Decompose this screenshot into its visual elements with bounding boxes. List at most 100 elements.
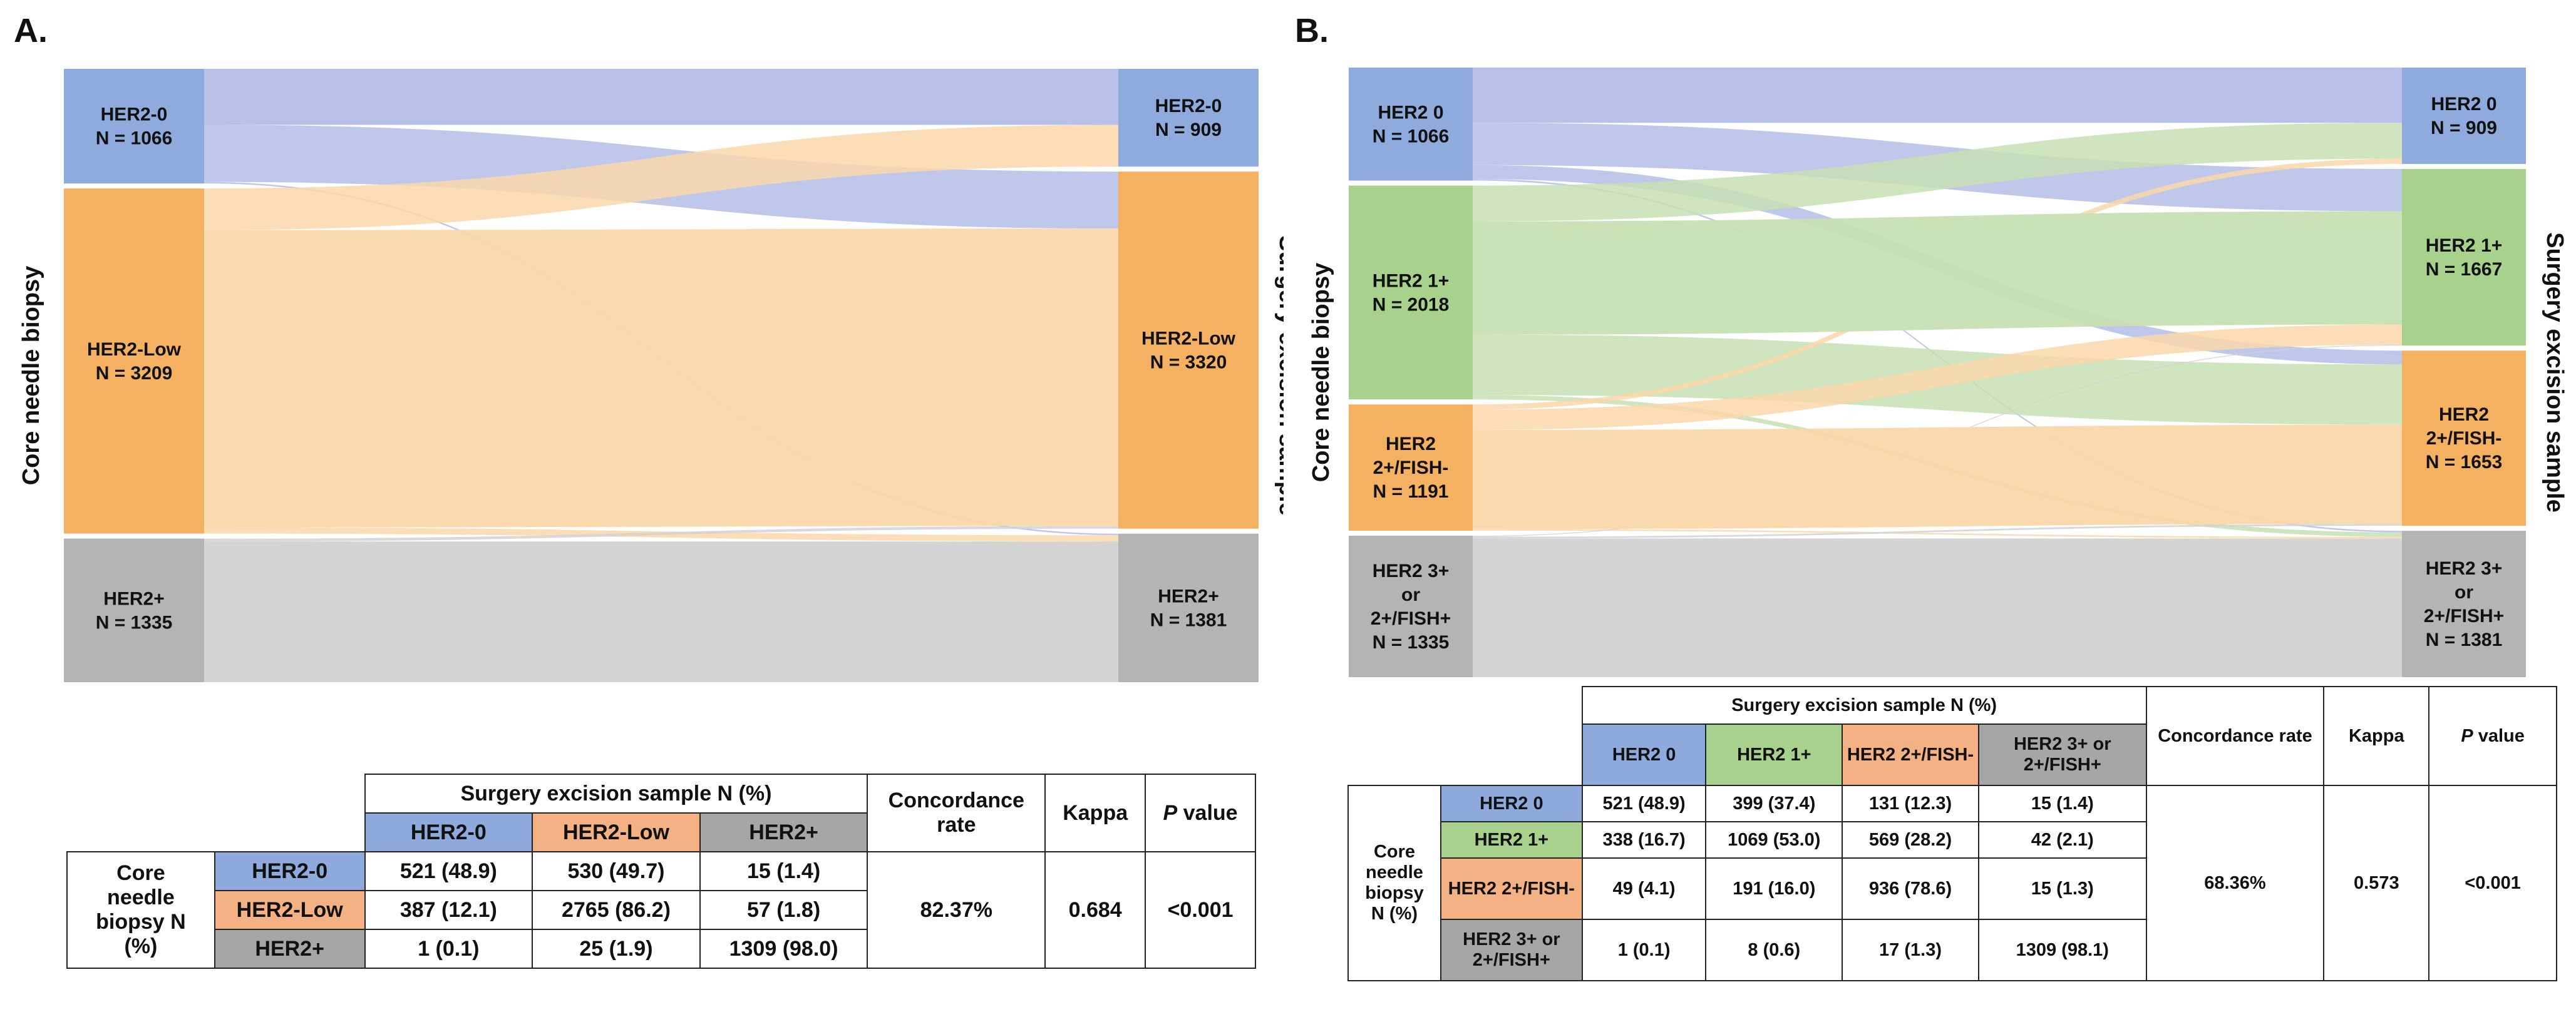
left-node-label: N = 1335 bbox=[1373, 632, 1450, 653]
left-node-label: N = 3209 bbox=[96, 363, 173, 384]
table-a-cell: 1 (0.1) bbox=[364, 929, 533, 969]
sankey-link bbox=[204, 228, 1118, 528]
sankey-links bbox=[204, 69, 1118, 682]
table-b-cell: 17 (1.3) bbox=[1842, 919, 1979, 981]
left-axis-label: Core needle biopsy bbox=[1308, 263, 1334, 483]
table-b-cell: 131 (12.3) bbox=[1842, 785, 1979, 822]
table-b-col-header: HER2 1+ bbox=[1705, 723, 1843, 786]
right-node bbox=[2402, 168, 2526, 346]
table-b-cell: 521 (48.9) bbox=[1581, 785, 1707, 822]
table-b-cell: 1 (0.1) bbox=[1581, 919, 1707, 981]
table-b-pvalue-value: <0.001 bbox=[2428, 785, 2557, 981]
table-a-cell: 387 (12.1) bbox=[364, 890, 533, 930]
table-b-cell: 15 (1.3) bbox=[1977, 857, 2147, 920]
table-a-cell: 57 (1.8) bbox=[699, 890, 868, 930]
right-axis-label: Surgery excision sample bbox=[1274, 235, 1284, 516]
right-node-label: or bbox=[2455, 582, 2473, 603]
sankey-link bbox=[204, 526, 1118, 542]
table-a-kappa-header: Kappa bbox=[1044, 774, 1146, 852]
concordance-table-a: Surgery excision sample N (%) Concordanc… bbox=[66, 774, 1256, 969]
right-node-label: N = 909 bbox=[2431, 118, 2497, 138]
table-b-row-header: HER2 2+/FISH- bbox=[1440, 857, 1583, 920]
right-node-label: HER2 3+ bbox=[2426, 558, 2503, 579]
table-b-pvalue-rest: value bbox=[2473, 725, 2525, 746]
left-node-label: N = 1191 bbox=[1373, 481, 1449, 502]
table-b-cell: 1069 (53.0) bbox=[1705, 821, 1843, 859]
table-b-cell: 191 (16.0) bbox=[1705, 857, 1843, 920]
table-b-col-header: HER2 3+ or 2+/FISH+ bbox=[1977, 723, 2147, 786]
table-a-concordance-header: Concordance rate bbox=[867, 774, 1046, 852]
left-node-label: HER2 3+ bbox=[1373, 561, 1450, 581]
right-node bbox=[1118, 533, 1259, 682]
table-a-kappa-value: 0.684 bbox=[1044, 851, 1146, 969]
table-a-row-header: HER2+ bbox=[214, 929, 366, 969]
table-a-col-header: HER2+ bbox=[699, 812, 868, 852]
concordance-table-b: Surgery excision sample N (%) Concordanc… bbox=[1347, 686, 2557, 981]
table-a-cell: 15 (1.4) bbox=[699, 851, 868, 891]
sankey-link bbox=[1473, 211, 2402, 335]
table-a-row-header: HER2-0 bbox=[214, 851, 366, 891]
left-node-label: HER2-0 bbox=[101, 105, 168, 125]
sankey-link bbox=[204, 125, 1118, 230]
right-node-label: 2+/FISH+ bbox=[2424, 606, 2504, 626]
table-a-pvalue-header: P value bbox=[1145, 774, 1256, 852]
table-b-col-header: HER2 0 bbox=[1581, 723, 1707, 786]
table-b-kappa-header: Kappa bbox=[2323, 686, 2430, 786]
table-b-header-group: Surgery excision sample N (%) bbox=[1581, 686, 2147, 725]
left-node-label: N = 2018 bbox=[1373, 294, 1450, 315]
table-a-row-group: Core needle biopsy N (%) bbox=[66, 851, 215, 969]
left-node-label: HER2 0 bbox=[1378, 102, 1443, 123]
left-axis-label: Core needle biopsy bbox=[18, 266, 44, 486]
right-node-label: N = 1381 bbox=[2426, 630, 2503, 650]
left-node bbox=[1349, 185, 1473, 400]
table-a-cell: 521 (48.9) bbox=[364, 851, 533, 891]
right-node bbox=[2402, 68, 2526, 164]
right-node-label: HER2-0 bbox=[1155, 96, 1222, 116]
table-b-cell: 8 (0.6) bbox=[1705, 919, 1843, 981]
table-b-cell: 1309 (98.1) bbox=[1977, 919, 2147, 981]
sankey-link bbox=[204, 541, 1118, 682]
left-node-label: or bbox=[1401, 585, 1420, 605]
right-node-label: N = 909 bbox=[1155, 120, 1222, 140]
right-node-label: HER2-Low bbox=[1141, 328, 1236, 349]
right-node-label: HER2+ bbox=[1158, 586, 1219, 606]
left-node-label: 2+/FISH- bbox=[1373, 457, 1449, 478]
table-b-cell: 15 (1.4) bbox=[1977, 785, 2147, 822]
right-node-label: HER2 bbox=[2439, 404, 2489, 425]
left-node bbox=[1349, 404, 1473, 531]
table-a-col-header: HER2-0 bbox=[364, 812, 533, 852]
table-b-cell: 338 (16.7) bbox=[1581, 821, 1707, 859]
table-a-cell: 1309 (98.0) bbox=[699, 929, 868, 969]
table-b-row-header: HER2 3+ or 2+/FISH+ bbox=[1440, 919, 1583, 981]
table-b-concordance-value: 68.36% bbox=[2145, 785, 2325, 981]
sankey-link bbox=[1473, 524, 2402, 539]
right-node-label: N = 3320 bbox=[1150, 352, 1227, 372]
table-b-row-header: HER2 0 bbox=[1440, 785, 1583, 822]
right-node-label: HER2 0 bbox=[2431, 94, 2496, 115]
sankey-link bbox=[1473, 424, 2402, 529]
table-b-cell: 569 (28.2) bbox=[1842, 821, 1979, 859]
sankey-link bbox=[204, 69, 1118, 125]
table-a-header-group: Surgery excision sample N (%) bbox=[364, 774, 868, 814]
table-b-pvalue-header: P value bbox=[2428, 686, 2557, 786]
left-node-label: HER2+ bbox=[103, 588, 165, 609]
left-node bbox=[64, 188, 204, 534]
table-a-concordance-value: 82.37% bbox=[867, 851, 1046, 969]
table-b-col-header: HER2 2+/FISH- bbox=[1842, 723, 1979, 786]
table-b-cell: 49 (4.1) bbox=[1581, 857, 1707, 920]
right-node bbox=[1118, 171, 1259, 529]
table-a-row-header: HER2-Low bbox=[214, 890, 366, 930]
left-node-label: N = 1066 bbox=[96, 128, 173, 149]
right-node bbox=[2402, 350, 2526, 526]
table-b-concordance-header: Concordance rate bbox=[2145, 686, 2325, 786]
sankey-link bbox=[1473, 123, 2402, 222]
table-a-pvalue-value: <0.001 bbox=[1145, 851, 1256, 969]
sankey-link bbox=[1473, 529, 2402, 539]
table-b-row-group: Core needle biopsy N (%) bbox=[1347, 785, 1441, 981]
sankey-link bbox=[1473, 538, 2402, 677]
left-node bbox=[64, 69, 204, 184]
table-a-cell: 25 (1.9) bbox=[532, 929, 701, 969]
table-a-cell: 2765 (86.2) bbox=[532, 890, 701, 930]
